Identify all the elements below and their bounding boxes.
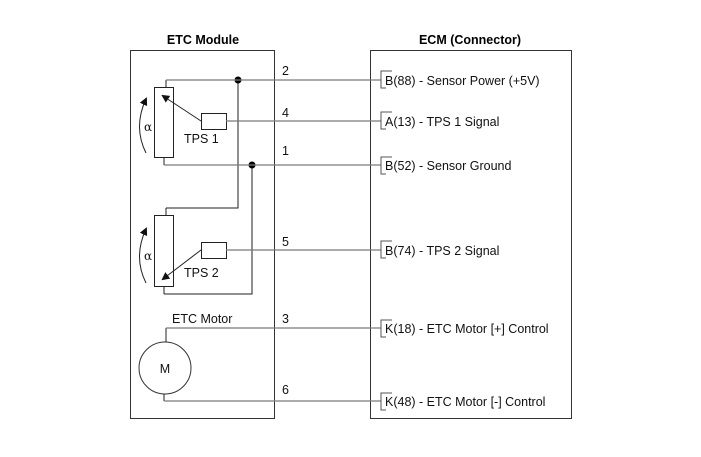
tps2-sensor: TPS 2 α (139, 208, 227, 294)
pin-number: 4 (282, 106, 289, 120)
sensor-power-bus (166, 80, 239, 209)
tps1-rotation-arrow-icon (139, 97, 148, 154)
sensor-ground-bus (164, 165, 253, 295)
terminal-label: K(18) - ETC Motor [+] Control (385, 322, 549, 336)
pin-number: 1 (282, 144, 289, 158)
etc-module-title: ETC Module (167, 33, 239, 47)
ecm-connector-box (370, 50, 572, 419)
connection-pin-5: 5 B(74) - TPS 2 Signal (226, 235, 499, 259)
tps2-resistor (154, 215, 174, 287)
connector-terminal-icon (380, 240, 392, 259)
tps1-angle-symbol: α (144, 120, 152, 134)
etc-motor-label: ETC Motor (172, 312, 232, 326)
tps1-resistor (154, 87, 174, 158)
tps2-angle-symbol: α (144, 249, 152, 263)
tps2-box (201, 242, 227, 259)
connection-pin-2: 2 B(88) - Sensor Power (+5V) (166, 64, 540, 89)
tps1-wiper-arrow (161, 94, 202, 122)
pin-number: 3 (282, 312, 289, 326)
connector-terminal-icon (380, 111, 392, 130)
terminal-label: A(13) - TPS 1 Signal (385, 115, 499, 129)
connector-terminal-icon (380, 70, 392, 89)
terminal-label: B(52) - Sensor Ground (385, 159, 511, 173)
pin-number: 5 (282, 235, 289, 249)
pin-number: 2 (282, 64, 289, 78)
connection-pin-3: 3 K(18) - ETC Motor [+] Control (166, 312, 549, 338)
connector-terminal-icon (380, 156, 392, 175)
etc-motor: ETC Motor M (138, 312, 232, 401)
ecm-connector-title: ECM (Connector) (419, 33, 521, 47)
etc-module-box (130, 50, 275, 419)
tps2-label: TPS 2 (184, 266, 219, 280)
connector-terminal-icon (380, 392, 392, 411)
terminal-label: K(48) - ETC Motor [-] Control (385, 395, 545, 409)
pin-number: 6 (282, 383, 289, 397)
connection-pin-6: 6 K(48) - ETC Motor [-] Control (164, 383, 545, 411)
connection-pin-1: 1 B(52) - Sensor Ground (164, 144, 511, 175)
tps2-wiper-arrow (161, 249, 202, 281)
connector-terminal-icon (380, 319, 392, 338)
tps1-box (201, 113, 227, 130)
motor-symbol: M (160, 362, 170, 376)
terminal-label: B(88) - Sensor Power (+5V) (385, 74, 540, 88)
tps1-label: TPS 1 (184, 132, 219, 146)
motor-icon (138, 341, 192, 395)
tps2-rotation-arrow-icon (139, 227, 148, 284)
tps1-sensor: TPS 1 α (139, 80, 227, 165)
terminal-label: B(74) - TPS 2 Signal (385, 244, 499, 258)
connection-pin-4: 4 A(13) - TPS 1 Signal (226, 106, 499, 130)
